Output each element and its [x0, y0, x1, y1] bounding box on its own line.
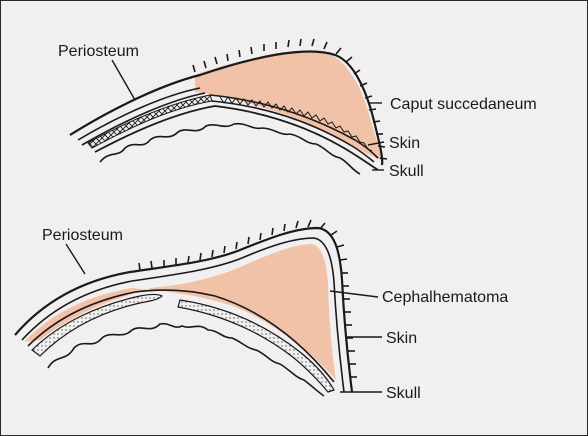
caput-label-caput: Caput succedaneum [390, 96, 537, 113]
ceph-label-skull: Skull [386, 385, 421, 402]
caput-figure: Periosteum Caput succedaneum Skin Skull [58, 39, 537, 180]
caput-label-skull: Skull [389, 163, 424, 180]
ceph-label-cephalhematoma: Cephalhematoma [382, 289, 508, 306]
ceph-brain [48, 324, 324, 396]
caput-label-periosteum: Periosteum [58, 43, 139, 60]
cephalhematoma-figure: Periosteum Cephalhematoma Skin Skull [15, 220, 508, 402]
ceph-label-periosteum: Periosteum [42, 227, 123, 244]
ceph-label-skin: Skin [386, 330, 417, 347]
caput-label-skin: Skin [389, 135, 420, 152]
